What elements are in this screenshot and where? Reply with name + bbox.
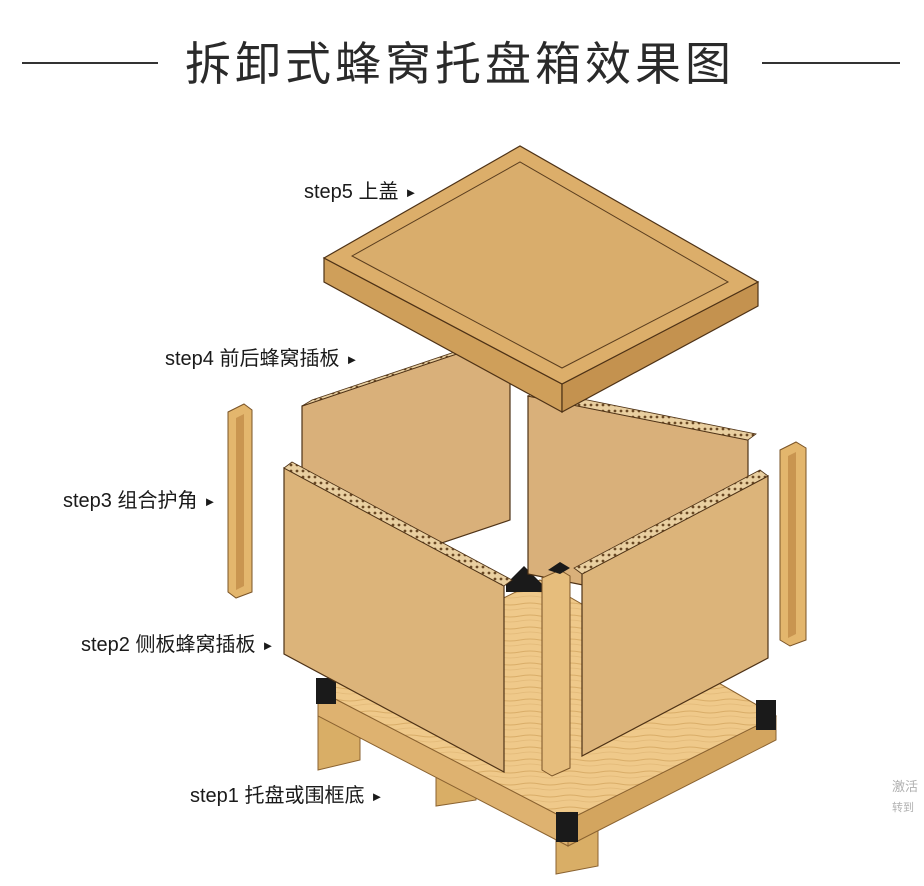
lid-inner — [350, 161, 730, 369]
front-left-panel — [283, 461, 513, 774]
pallet-corner-back-left — [316, 678, 336, 704]
label-step2: step2 侧板蜂窝插板 ► — [81, 633, 274, 658]
label-step4: step4 前后蜂窝插板 ► — [165, 347, 358, 372]
label-step3: step3 组合护角 ► — [63, 489, 216, 514]
corner-protector-left — [227, 403, 253, 599]
label-step5: step5 上盖 ► — [304, 180, 417, 205]
watermark-line1: 激活 — [892, 780, 919, 795]
pallet-corner-front — [556, 812, 578, 842]
arrow-right-icon: ► — [404, 184, 418, 200]
pallet-corner-back — [506, 566, 542, 592]
front-corner-post — [541, 562, 571, 777]
title-rule-left — [22, 62, 158, 64]
title-rule-right — [762, 62, 900, 64]
label-step2-text: step2 侧板蜂窝插板 — [81, 634, 256, 656]
lid — [322, 145, 760, 414]
front-right-panel — [573, 469, 769, 757]
label-step4-text: step4 前后蜂窝插板 — [165, 348, 340, 370]
title-bar: 拆卸式蜂窝托盘箱效果图 — [0, 36, 924, 92]
page-title: 拆卸式蜂窝托盘箱效果图 — [185, 37, 735, 91]
watermark: 激活 转到 — [892, 778, 918, 818]
arrow-right-icon: ► — [261, 637, 275, 653]
label-step1-text: step1 托盘或围框底 — [190, 785, 365, 807]
arrow-right-icon: ► — [203, 493, 217, 509]
arrow-right-icon: ► — [345, 351, 359, 367]
watermark-line2: 转到 — [892, 801, 914, 814]
arrow-right-icon: ► — [370, 788, 384, 804]
label-step5-text: step5 上盖 — [304, 181, 399, 203]
label-step1: step1 托盘或围框底 ► — [190, 784, 383, 809]
label-step3-text: step3 组合护角 — [63, 490, 198, 512]
pallet-corner-right — [756, 700, 776, 730]
corner-protector-right — [779, 441, 807, 647]
